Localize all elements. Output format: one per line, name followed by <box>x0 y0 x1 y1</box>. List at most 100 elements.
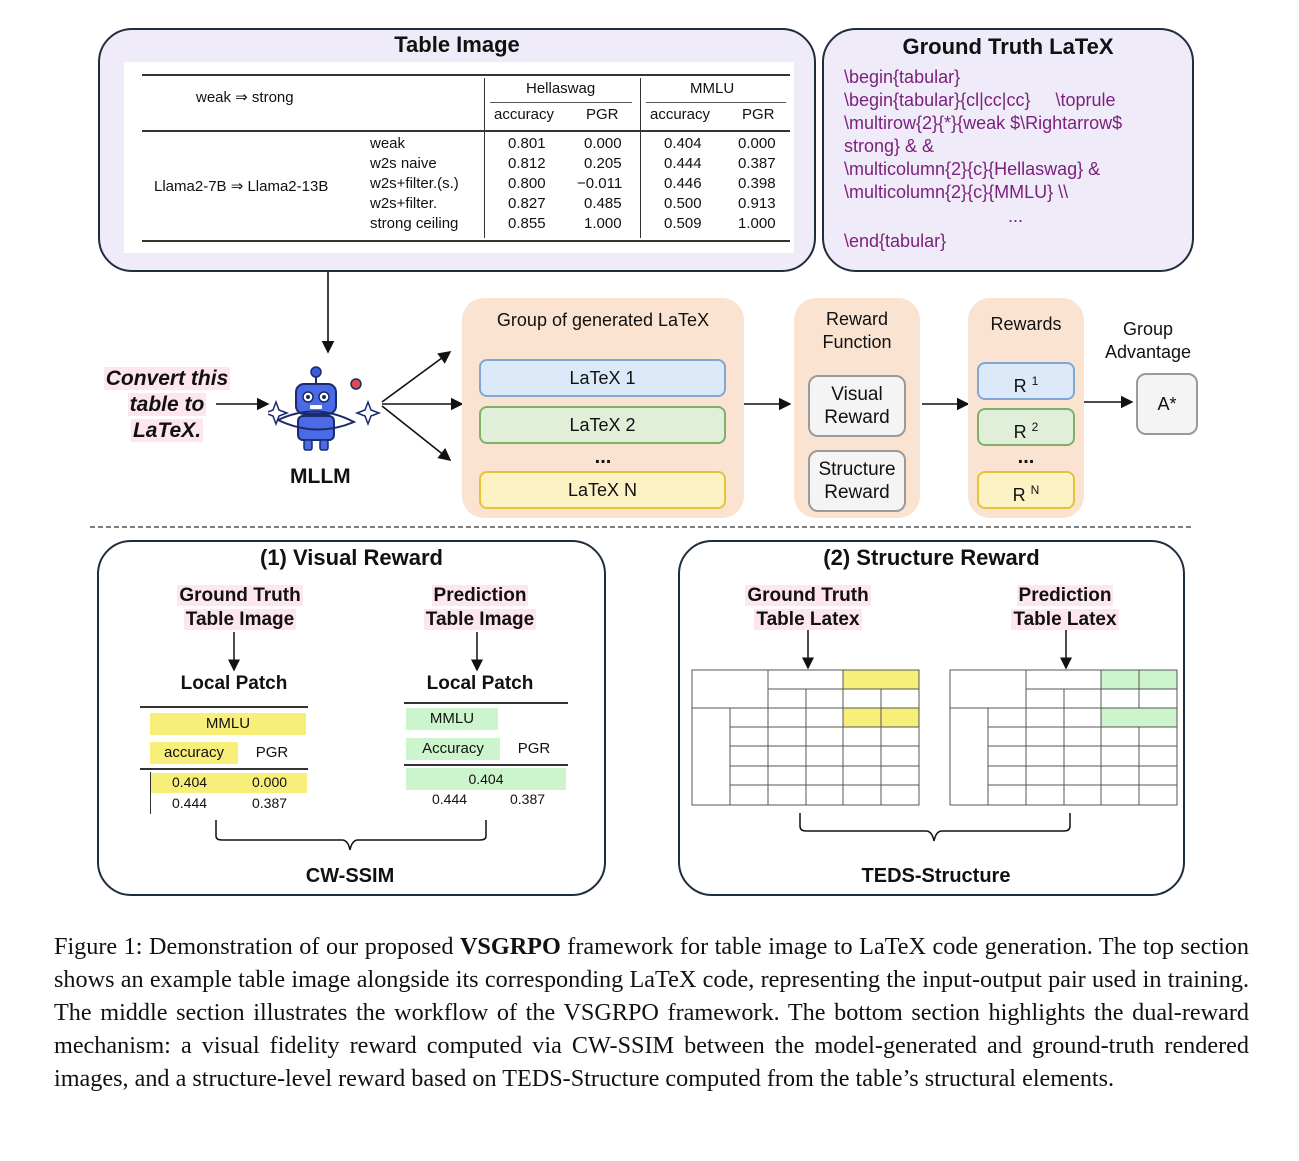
gt-patch-pgr: PGR <box>255 744 289 761</box>
cell: 0.000 <box>738 135 776 152</box>
latex-n-box: LaTeX N <box>479 471 726 509</box>
sub-pgr-2: PGR <box>742 106 775 123</box>
group-advantage-line: Advantage <box>1104 342 1192 362</box>
structure-reward-line: Structure <box>818 459 896 480</box>
v-rule-1 <box>484 78 485 238</box>
group-advantage-title: Group Advantage <box>1088 318 1208 364</box>
sub-accuracy-2: accuracy <box>650 106 711 123</box>
pred-image-label-line: Prediction <box>431 585 529 606</box>
table-image-panel: Table Image weak ⇒ strong Hellaswag MMLU… <box>98 28 816 272</box>
cell: 0.509 <box>664 215 702 232</box>
reward-function-title: Reward Function <box>794 308 920 354</box>
group-rule-2 <box>646 102 786 103</box>
cell: 0.800 <box>508 175 546 192</box>
cell: 0.205 <box>584 155 622 172</box>
caption-rest: framework for table image to LaTeX code … <box>54 933 1249 1092</box>
reward-1-box: R 1 <box>977 362 1075 400</box>
latex-line: \end{tabular} <box>844 231 947 251</box>
latex-line: strong} & & <box>844 136 935 156</box>
cell: 0.000 <box>584 135 622 152</box>
gt-image-label: Ground Truth Table Image <box>150 584 330 632</box>
cell: 0.812 <box>508 155 546 172</box>
gt-patch-midrule <box>140 768 308 770</box>
latex-line: \begin{tabular} <box>844 67 961 87</box>
group-title: Group of generated LaTeX <box>496 310 710 330</box>
reward-ellipsis: ... <box>1017 446 1035 468</box>
cell: 1.000 <box>738 215 776 232</box>
cell: −0.011 <box>577 175 623 192</box>
pred-patch: MMLU Accuracy PGR 0.404 0.444 0.387 <box>404 702 568 810</box>
structure-reward-box: Structure Reward <box>808 450 906 512</box>
structure-reward-title: (2) Structure Reward <box>823 545 1040 570</box>
visual-reward-title: (1) Visual Reward <box>260 545 443 570</box>
row-label: w2s naive <box>370 155 437 172</box>
cell: 0.485 <box>584 195 622 212</box>
gt-latex-label-line: Table Latex <box>754 609 862 630</box>
mid-rule <box>142 130 790 132</box>
gt-patch-hl-row <box>151 773 307 793</box>
pred-patch-toprule <box>404 702 568 704</box>
rewards-title: Rewards <box>990 314 1062 334</box>
caption-prefix: Figure 1: Demonstration of our proposed <box>54 933 454 960</box>
gt-patch-vrule <box>150 772 151 814</box>
table-image-canvas: weak ⇒ strong Hellaswag MMLU accuracy PG… <box>124 62 794 253</box>
prompt-line: LaTeX. <box>130 419 204 442</box>
advantage-box: A* <box>1136 373 1198 435</box>
reward-base: R <box>1012 485 1026 505</box>
cell: 0.404 <box>664 135 702 152</box>
latex-line: \multirow{2}{*}{weak $\Rightarrow$ <box>844 113 1123 133</box>
header-weak-strong: weak ⇒ strong <box>196 89 294 106</box>
gt-patch-cell: 0.387 <box>252 795 288 811</box>
gt-patch-cell: 0.444 <box>172 795 208 811</box>
gt-patch-toprule <box>140 706 308 708</box>
cell: 0.444 <box>664 155 702 172</box>
pred-patch-label: Local Patch <box>426 673 534 694</box>
reward-function-title-line: Reward <box>825 309 889 329</box>
latex-1-box: LaTeX 1 <box>479 359 726 397</box>
cell: 0.827 <box>508 195 546 212</box>
pred-patch-mmlu: MMLU <box>406 708 498 730</box>
cell: 0.398 <box>738 175 776 192</box>
gt-latex-label-line: Ground Truth <box>745 585 871 606</box>
ground-truth-title: Ground Truth LaTeX <box>902 34 1114 59</box>
row-label: w2s+filter. <box>370 195 438 212</box>
pred-image-label-line: Table Image <box>423 609 537 630</box>
pred-latex-label: Prediction Table Latex <box>975 584 1155 632</box>
latex-ellipsis: ... <box>594 446 612 468</box>
reward-base: R <box>1013 422 1027 442</box>
gt-patch-cell: 0.000 <box>252 774 288 790</box>
bottom-rule <box>142 240 790 242</box>
pred-latex-label-line: Table Latex <box>1011 609 1119 630</box>
robot-icon <box>268 366 382 451</box>
latex-2-box: LaTeX 2 <box>479 406 726 444</box>
pred-patch-cell: 0.387 <box>510 791 546 807</box>
reward-sup: 1 <box>1031 374 1039 388</box>
structure-reward-line: Reward <box>824 482 890 503</box>
gt-patch-cell: 0.404 <box>172 774 208 790</box>
group-rule-1 <box>490 102 632 103</box>
pred-patch-merged: 0.404 <box>406 768 566 790</box>
reward-base: R <box>1013 376 1027 396</box>
latex-ellipsis: ... <box>1008 206 1024 226</box>
pred-patch-accuracy: Accuracy <box>406 738 500 760</box>
latex-line: \multicolumn{2}{c}{Hellaswag} & <box>844 159 1101 179</box>
cell: 1.000 <box>584 215 622 232</box>
pred-patch-pgr: PGR <box>517 740 551 757</box>
cell: 0.387 <box>738 155 776 172</box>
cw-ssim-label: CW-SSIM <box>305 865 395 887</box>
pred-patch-midrule <box>404 764 568 766</box>
visual-reward-line: Reward <box>824 407 890 428</box>
teds-structure-label: TEDS-Structure <box>861 865 1011 887</box>
figure-caption: Figure 1: Demonstration of our proposed … <box>54 930 1249 1095</box>
prompt-line: Convert this <box>103 367 231 390</box>
pred-patch-cell: 0.444 <box>432 791 468 807</box>
cell: 0.446 <box>664 175 702 192</box>
group-advantage-line: Group <box>1122 319 1174 339</box>
gt-patch-label: Local Patch <box>180 673 288 694</box>
mllm-label: MLLM <box>290 465 351 488</box>
cell: 0.855 <box>508 215 546 232</box>
workflow-arrows <box>90 272 1194 528</box>
reward-n-box: R N <box>977 471 1075 509</box>
reward-function-title-line: Function <box>822 332 892 352</box>
pred-image-label: Prediction Table Image <box>390 584 570 632</box>
